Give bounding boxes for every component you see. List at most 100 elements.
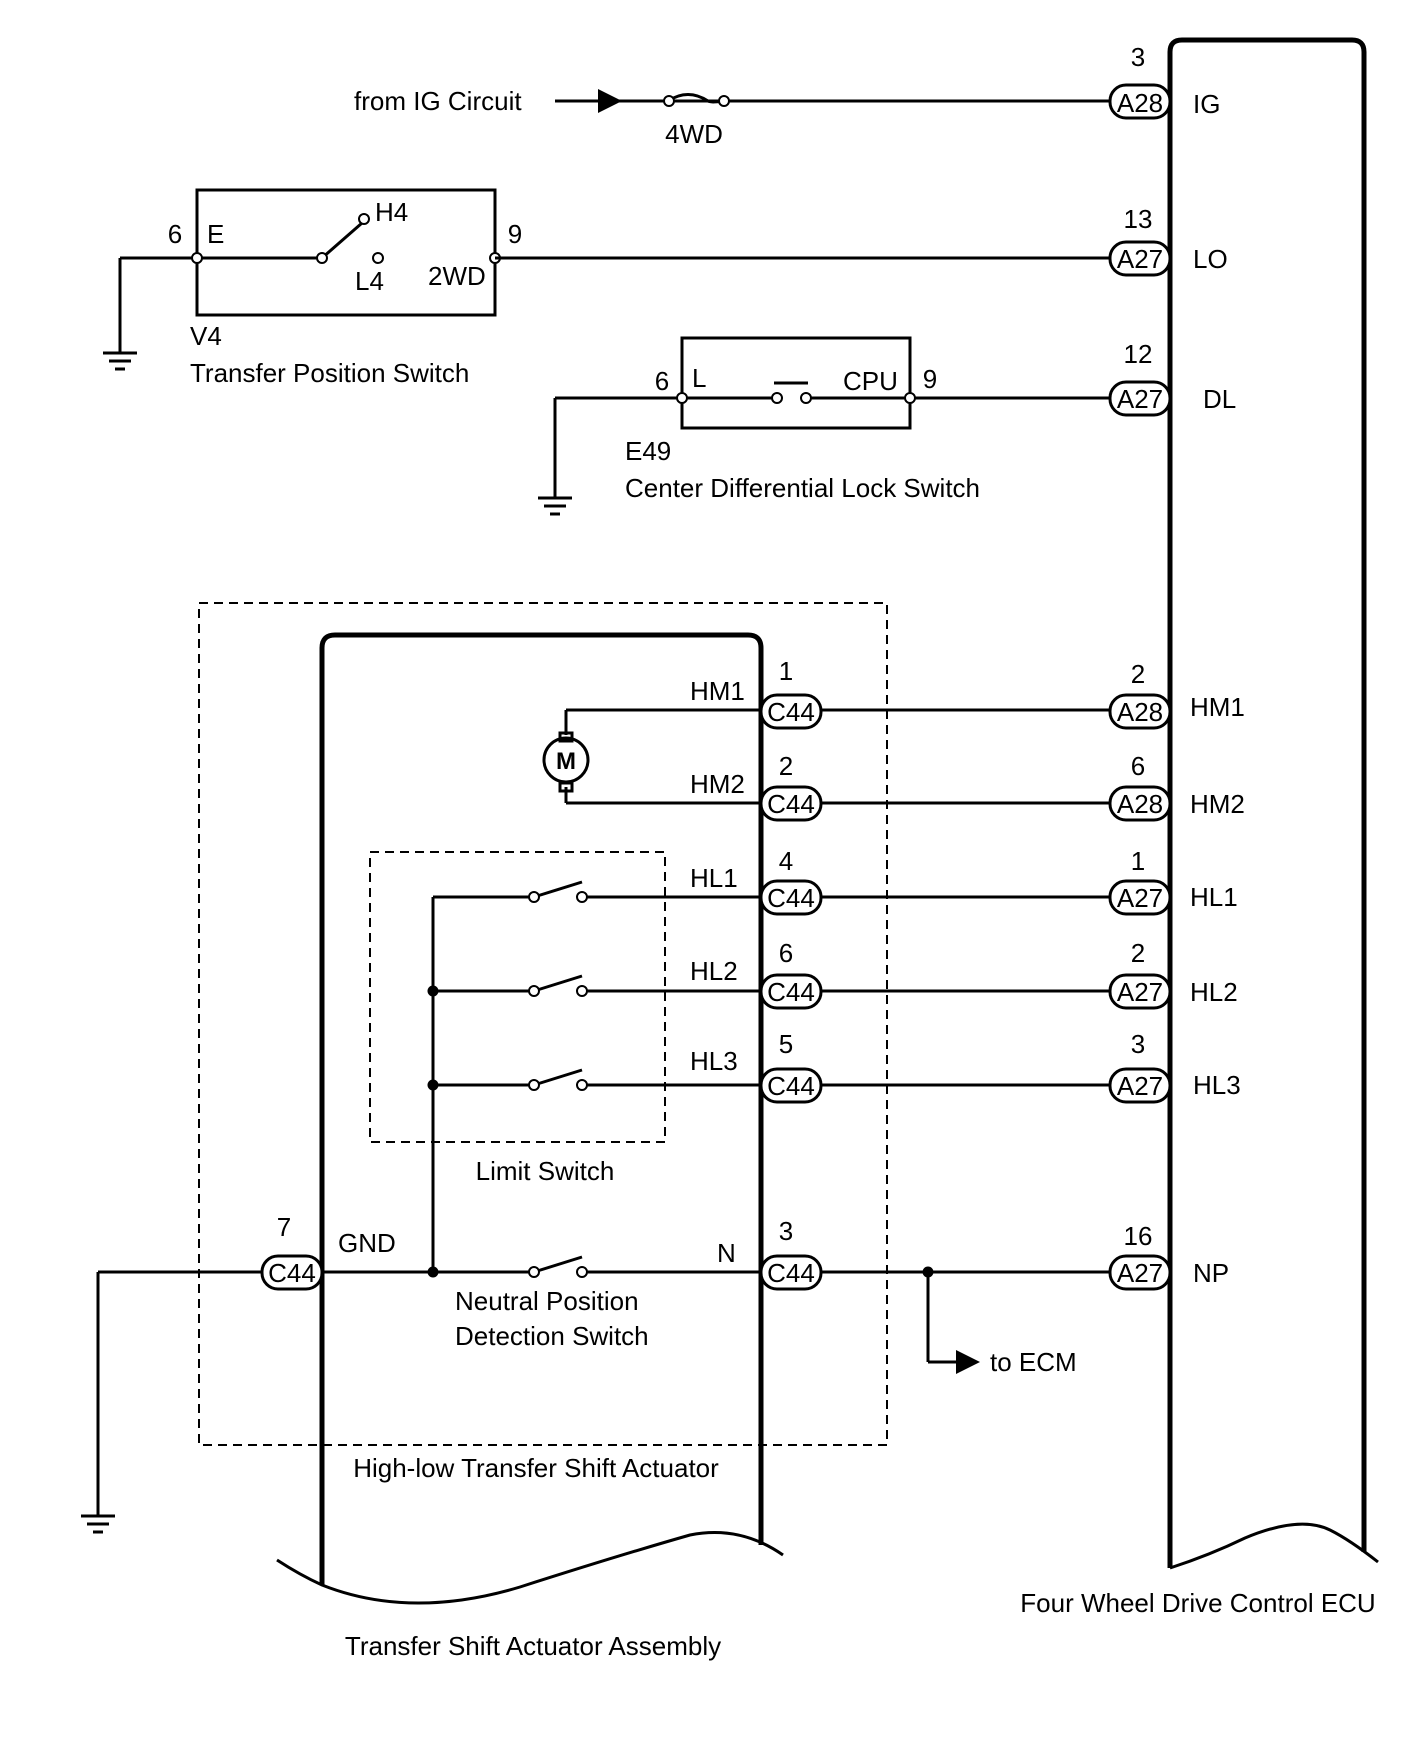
ecu-block: Four Wheel Drive Control ECU (1020, 37, 1379, 1618)
ig-arrow-icon (598, 89, 622, 113)
actuator-pin-number: 5 (779, 1029, 793, 1059)
ecu-connector: A27 (1117, 1071, 1163, 1101)
actuator-pin-hl3: HL3 5 C44 (690, 1029, 823, 1104)
ecu-signal: LO (1193, 244, 1228, 274)
actuator-pin-hl1: HL1 4 C44 (690, 846, 823, 916)
neutral-switch-label-1: Neutral Position (455, 1286, 639, 1316)
ecu-connector: A27 (1117, 384, 1163, 414)
actuator-pin-hm1: HM1 1 C44 (690, 656, 823, 730)
actuator-connector: C44 (767, 789, 815, 819)
cdl-label-cpu: CPU (843, 366, 898, 396)
actuator-pin-number: 3 (779, 1216, 793, 1246)
actuator-pin-hm2: HM2 2 C44 (690, 751, 823, 822)
actuator-signal: HL1 (690, 863, 738, 893)
actuator-connector: C44 (767, 977, 815, 1007)
ecu-signal: HM2 (1190, 789, 1245, 819)
gnd-pin-number: 7 (277, 1212, 291, 1242)
actuator-signal: HM1 (690, 676, 745, 706)
actuator-pin-hl2: HL2 6 C44 (690, 938, 823, 1010)
to-ecm-branch: to ECM (922, 1266, 1077, 1377)
actuator-name: High-low Transfer Shift Actuator (353, 1453, 719, 1483)
tps-label-2wd: 2WD (428, 261, 486, 291)
ground-icon (538, 496, 572, 516)
ecu-signal: HL2 (1190, 977, 1238, 1007)
cdl-pin-right: 9 (923, 364, 937, 394)
ecu-pin-number: 3 (1131, 1029, 1145, 1059)
ig-line: from IG Circuit 4WD (354, 86, 1113, 149)
neutral-switch-label-2: Detection Switch (455, 1321, 649, 1351)
ecu-signal: DL (1203, 384, 1236, 414)
ecu-pin-number: 3 (1131, 42, 1145, 72)
neutral-position-switch: 7 C44 GND Neutral Position Detection Swi… (81, 1212, 761, 1534)
ecu-connector: A27 (1117, 883, 1163, 913)
ecu-connector: A27 (1117, 244, 1163, 274)
ground-icon (103, 351, 137, 371)
ecu-connector: A27 (1117, 977, 1163, 1007)
ecu-signal: HL1 (1190, 882, 1238, 912)
motor: M (542, 708, 761, 805)
actuator-signal: HL3 (690, 1046, 738, 1076)
gnd-connector: C44 (268, 1258, 316, 1288)
actuator-connector: C44 (767, 1258, 815, 1288)
tps-label-h4: H4 (375, 197, 408, 227)
actuator-pin-n: N 3 C44 (717, 1216, 823, 1291)
actuator-assembly: Transfer Shift Actuator Assembly (276, 632, 784, 1661)
ecu-pin-number: 13 (1124, 204, 1153, 234)
ecu-name: Four Wheel Drive Control ECU (1020, 1588, 1375, 1618)
ecu-pin-number: 16 (1124, 1221, 1153, 1251)
cdl-name: Center Differential Lock Switch (625, 473, 980, 503)
ecu-pin-hm2: 6 A28 HM2 (1108, 751, 1245, 822)
actuator-signal: HM2 (690, 769, 745, 799)
ecu-signal: HL3 (1193, 1070, 1241, 1100)
ecu-pin-hl1: 1 A27 HL1 (1108, 846, 1238, 916)
ecu-pin-number: 2 (1131, 938, 1145, 968)
actuator-pin-number: 6 (779, 938, 793, 968)
actuator-connector: C44 (767, 697, 815, 727)
actuator-boundary: High-low Transfer Shift Actuator (198, 602, 888, 1483)
tps-id: V4 (190, 321, 222, 351)
transfer-position-switch: 6 E H4 L4 2WD 9 V4 Transfer Position Swi… (103, 188, 522, 388)
ecu-pin-np: 16 A27 NP (1108, 1221, 1229, 1291)
to-ecm-arrow-icon (956, 1350, 980, 1374)
ecu-pin-dl: 12 A27 DL (1108, 339, 1236, 417)
center-diff-lock-switch: 6 L CPU 9 E49 Center Differential Lock S… (538, 336, 1113, 516)
ecu-pin-number: 2 (1131, 659, 1145, 689)
ecu-connector: A28 (1117, 789, 1163, 819)
limit-switch-label: Limit Switch (476, 1156, 615, 1186)
actuator-connector: C44 (767, 883, 815, 913)
ecu-signal: IG (1193, 89, 1220, 119)
ecu-signal: HM1 (1190, 692, 1245, 722)
ecu-connector: A28 (1117, 88, 1163, 118)
ecu-pin-ig: 3 A28 IG (1108, 42, 1220, 120)
tps-pin-left: 6 (168, 219, 182, 249)
tps-pin-right: 9 (508, 219, 522, 249)
ecu-pin-number: 12 (1124, 339, 1153, 369)
ecu-connector: A27 (1117, 1258, 1163, 1288)
actuator-pin-number: 1 (779, 656, 793, 686)
fuse-label: 4WD (665, 119, 723, 149)
ecu-pin-number: 1 (1131, 846, 1145, 876)
tps-label-e: E (207, 219, 224, 249)
ground-icon (81, 1514, 115, 1534)
ecu-pin-lo: 13 A27 LO (1108, 204, 1228, 277)
ig-source-label: from IG Circuit (354, 86, 522, 116)
gnd-label: GND (338, 1228, 396, 1258)
actuator-signal: N (717, 1238, 736, 1268)
tps-label-l4: L4 (355, 266, 384, 296)
cdl-pin-left: 6 (655, 366, 669, 396)
cdl-label-l: L (692, 363, 706, 393)
tps-name: Transfer Position Switch (190, 358, 469, 388)
ecu-pin-hl3: 3 A27 HL3 (1108, 1029, 1241, 1104)
actuator-signal: HL2 (690, 956, 738, 986)
ecu-connector: A28 (1117, 697, 1163, 727)
actuator-pin-number: 4 (779, 846, 793, 876)
actuator-connector: C44 (767, 1071, 815, 1101)
motor-icon (542, 736, 590, 784)
motor-label: M (556, 748, 576, 775)
ecu-pin-hl2: 2 A27 HL2 (1108, 938, 1238, 1010)
ecu-pin-number: 6 (1131, 751, 1145, 781)
actuator-pin-number: 2 (779, 751, 793, 781)
limit-switch: Limit Switch (369, 851, 761, 1272)
to-ecm-label: to ECM (990, 1347, 1077, 1377)
